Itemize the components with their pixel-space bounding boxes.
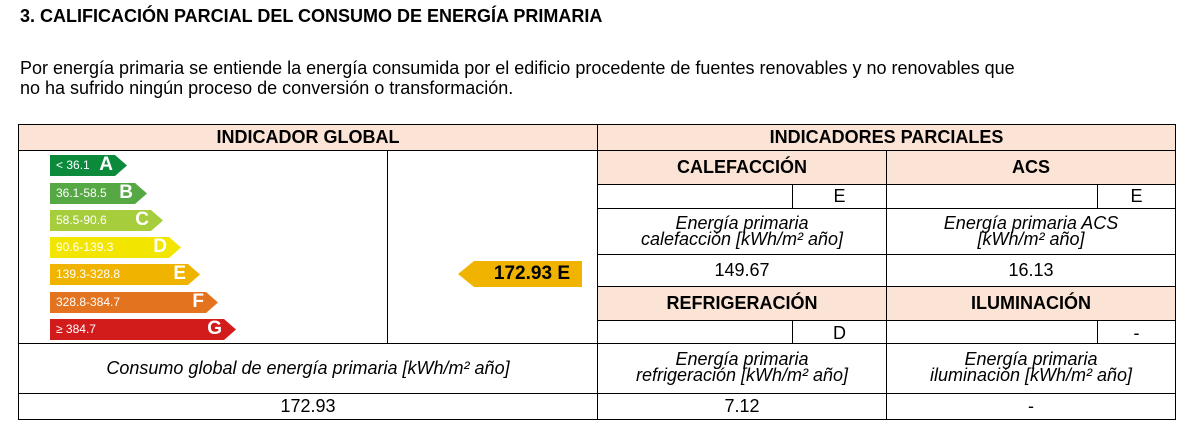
scale-range: 36.1-58.5 xyxy=(56,186,107,200)
iluminacion-title: ILUMINACIÓN xyxy=(971,293,1091,313)
acs-value: 16.13 xyxy=(1008,260,1054,280)
scale-letter: A xyxy=(99,154,113,175)
scale-letter: G xyxy=(207,318,222,339)
iluminacion-rating: - xyxy=(1133,323,1140,343)
refrigeracion-value: 7.12 xyxy=(724,396,760,416)
scale-bar-g: ≥ 384.7 G xyxy=(50,319,236,340)
scale-range: 58.5-90.6 xyxy=(56,213,107,227)
scale-letter: C xyxy=(135,209,149,230)
iluminacion-value-cell: - xyxy=(886,393,1176,420)
refrigeracion-label-cell: Energía primaria refrigeración [kWh/m² a… xyxy=(597,343,887,394)
scale-range: 328.8-384.7 xyxy=(56,295,121,309)
calefaccion-title: CALEFACCIÓN xyxy=(677,157,807,177)
calefaccion-label-cell: Energía primaria calefacción [kWh/m² año… xyxy=(597,208,887,255)
partial-header-label: INDICADORES PARCIALES xyxy=(769,127,1004,147)
refrigeracion-header: REFRIGERACIÓN xyxy=(597,286,887,321)
scale-letter: E xyxy=(173,263,186,284)
calefaccion-label-2: calefacción [kWh/m² año] xyxy=(640,229,844,249)
calefaccion-rating-cell: E xyxy=(792,184,887,209)
acs-blank-cell xyxy=(886,184,1098,209)
partial-header: INDICADORES PARCIALES xyxy=(597,124,1176,151)
iluminacion-value: - xyxy=(1028,396,1034,416)
consumption-label: Consumo global de energía primaria [kWh/… xyxy=(106,358,510,378)
scale-range: 90.6-139.3 xyxy=(56,240,114,254)
section-title: 3. CALIFICACIÓN PARCIAL DEL CONSUMO DE E… xyxy=(20,6,603,26)
iluminacion-header: ILUMINACIÓN xyxy=(886,286,1176,321)
scale-bar-c: 58.5-90.6 C xyxy=(50,210,163,231)
iluminacion-label-cell: Energía primaria iluminación [kWh/m² año… xyxy=(886,343,1176,394)
scale-letter: B xyxy=(119,182,133,203)
acs-title: ACS xyxy=(1011,157,1050,177)
iluminacion-rating-cell: - xyxy=(1097,320,1176,344)
acs-label-2: [kWh/m² año] xyxy=(977,229,1085,249)
consumption-label-cell: Consumo global de energía primaria [kWh/… xyxy=(18,343,598,394)
global-header-label: INDICADOR GLOBAL xyxy=(216,127,400,147)
consumption-value: 172.93 xyxy=(280,396,336,416)
acs-label-cell: Energía primaria ACS [kWh/m² año] xyxy=(886,208,1176,255)
calefaccion-blank-cell xyxy=(597,184,793,209)
intro-paragraph: Por energía primaria se entiende la ener… xyxy=(20,58,1190,98)
scale-bar-f: 328.8-384.7 F xyxy=(50,292,218,313)
refrigeracion-rating: D xyxy=(833,323,846,343)
refrigeracion-label-2: refrigeración [kWh/m² año] xyxy=(635,365,849,385)
acs-rating: E xyxy=(1130,186,1143,206)
intro-line-2: no ha sufrido ningún proceso de conversi… xyxy=(20,78,514,98)
acs-value-cell: 16.13 xyxy=(886,254,1176,287)
refrigeracion-label-1: Energía primaria xyxy=(675,349,809,369)
scale-letter: F xyxy=(192,291,204,312)
calefaccion-value-cell: 149.67 xyxy=(597,254,887,287)
global-header: INDICADOR GLOBAL xyxy=(18,124,598,151)
refrigeracion-title: REFRIGERACIÓN xyxy=(666,293,818,313)
acs-header: ACS xyxy=(886,150,1176,185)
refrigeracion-blank-cell xyxy=(597,320,793,344)
scale-letter: D xyxy=(153,236,167,257)
scale-bar-a: < 36.1 A xyxy=(50,155,127,176)
scale-bar-b: 36.1-58.5 B xyxy=(50,183,147,204)
intro-line-1: Por energía primaria se entiende la ener… xyxy=(20,58,1015,78)
acs-rating-cell: E xyxy=(1097,184,1176,209)
calefaccion-value: 149.67 xyxy=(714,260,770,280)
calefaccion-header: CALEFACCIÓN xyxy=(597,150,887,185)
iluminacion-label-2: iluminación [kWh/m² año] xyxy=(929,365,1133,385)
iluminacion-blank-cell xyxy=(886,320,1098,344)
consumption-value-cell: 172.93 xyxy=(18,393,598,420)
calefaccion-label-1: Energía primaria xyxy=(675,213,809,233)
scale-bar-e: 139.3-328.8 E xyxy=(50,264,200,285)
scale-range: 139.3-328.8 xyxy=(56,267,121,281)
indicator-panel xyxy=(387,150,598,344)
scale-range: < 36.1 xyxy=(56,158,90,172)
calefaccion-rating: E xyxy=(833,186,846,206)
refrigeracion-rating-cell: D xyxy=(792,320,887,344)
scale-bar-d: 90.6-139.3 D xyxy=(50,237,181,258)
iluminacion-label-1: Energía primaria xyxy=(964,349,1098,369)
acs-label-1: Energía primaria ACS xyxy=(943,213,1119,233)
global-indicator-arrow: 172.93 E xyxy=(458,261,582,287)
refrigeracion-value-cell: 7.12 xyxy=(597,393,887,420)
scale-range: ≥ 384.7 xyxy=(56,322,96,336)
